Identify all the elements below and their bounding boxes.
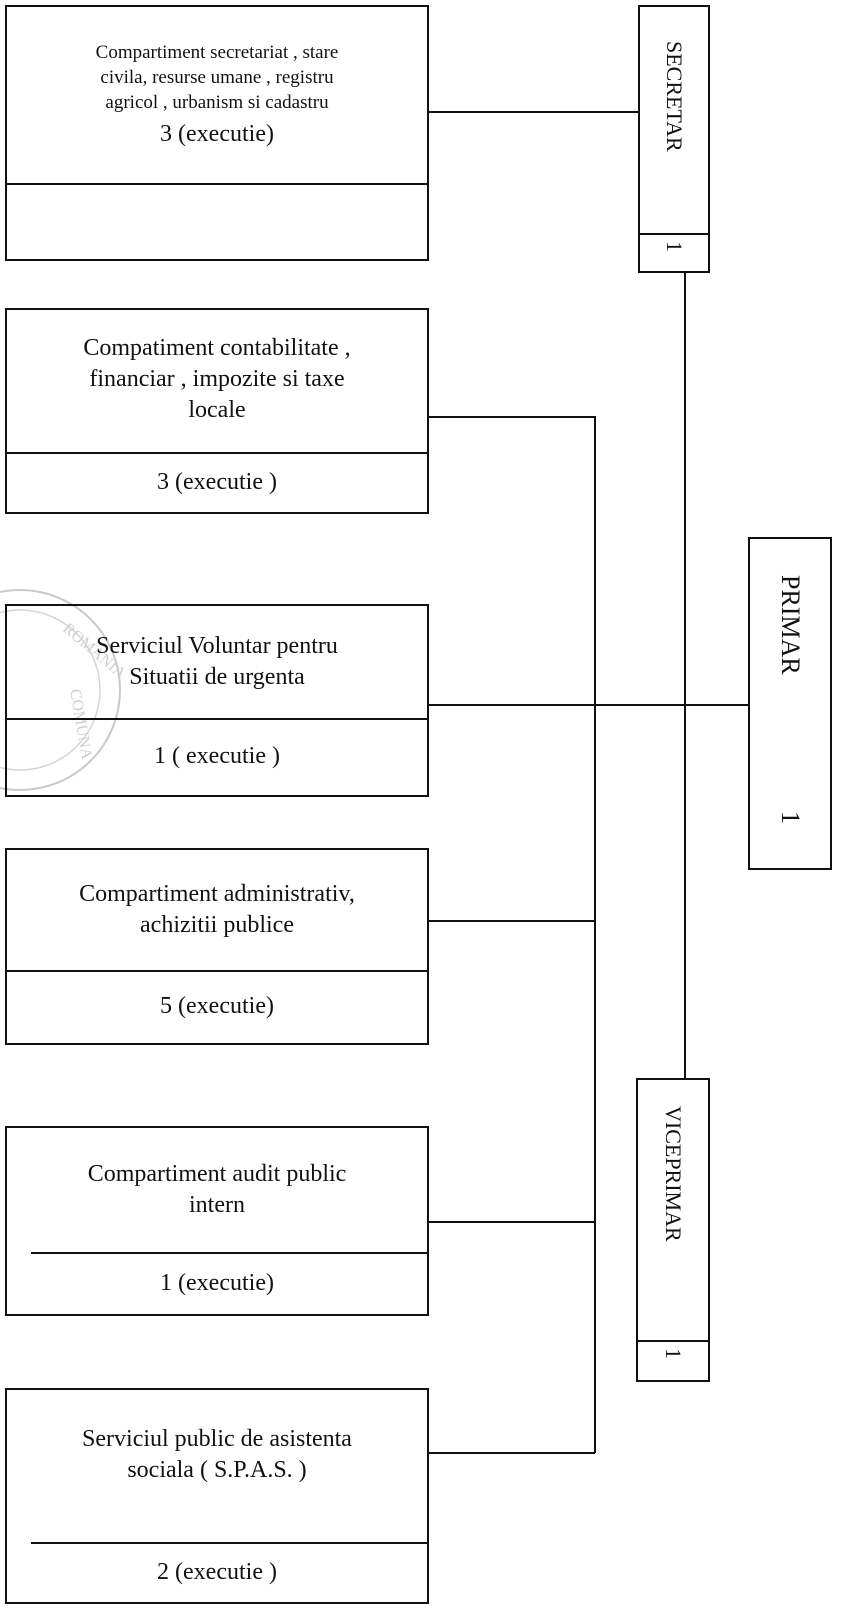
- box-divider: [7, 183, 427, 185]
- dept-box-contabilitate: Compatiment contabilitate , financiar , …: [5, 308, 429, 514]
- dept-box-administrativ: Compartiment administrativ, achizitii pu…: [5, 848, 429, 1045]
- secretar-label: SECRETAR: [662, 41, 687, 152]
- dept-staff-count: 2 (executie ): [157, 1558, 277, 1585]
- dept-title-line: Situatii de urgenta: [129, 664, 305, 690]
- primar-label: PRIMAR: [776, 575, 805, 675]
- dept-title-line: agricol , urbanism si cadastru: [105, 92, 329, 113]
- dept-title-line: civila, resurse umane , registru: [100, 67, 334, 88]
- dept-title-line: locale: [188, 396, 246, 423]
- connector-audit: [429, 1221, 595, 1223]
- primar-count: 1: [776, 811, 805, 824]
- dept-title-line: Serviciul public de asistenta: [82, 1426, 352, 1452]
- dept-title-line: achizitii publice: [140, 912, 294, 938]
- connector-urgenta-primar: [429, 704, 748, 706]
- secretar-count: 1: [662, 241, 687, 252]
- connector-spas: [429, 1452, 595, 1454]
- dept-title-line: Compartiment secretariat , stare: [95, 42, 339, 63]
- dept-box-audit: Compartiment audit public intern 1 (exec…: [5, 1126, 429, 1316]
- box-divider: [638, 1340, 708, 1342]
- dept-title-line: Compartiment administrativ,: [79, 881, 355, 907]
- box-divider: [31, 1542, 427, 1544]
- dept-title-line: intern: [189, 1192, 245, 1218]
- connector-administrativ: [429, 920, 595, 922]
- dept-staff-count: 1 (executie): [160, 1269, 274, 1296]
- box-divider: [7, 970, 427, 972]
- dept-box-secretariat: Compartiment secretariat , stare civila,…: [5, 5, 429, 261]
- dept-title-line: Serviciul Voluntar pentru: [96, 633, 338, 659]
- dept-title-line: Compartiment audit public: [87, 1161, 347, 1187]
- box-divider: [640, 233, 708, 235]
- dept-staff-count: 3 (executie): [160, 121, 274, 147]
- dept-staff-count: 3 (executie ): [157, 468, 277, 495]
- dept-title-line: sociala ( S.P.A.S. ): [127, 1457, 307, 1483]
- box-divider: [31, 1252, 427, 1254]
- box-divider: [7, 718, 427, 720]
- connector-departments-spine: [594, 416, 596, 1453]
- dept-staff-count: 5 (executie): [160, 993, 274, 1019]
- dept-title-line: financiar , impozite si taxe: [89, 365, 345, 392]
- viceprimar-box: VICEPRIMAR 1: [636, 1078, 710, 1382]
- viceprimar-label: VICEPRIMAR: [661, 1106, 686, 1242]
- box-divider: [7, 452, 427, 454]
- secretar-box: SECRETAR 1: [638, 5, 710, 273]
- dept-box-spas: Serviciul public de asistenta sociala ( …: [5, 1388, 429, 1604]
- connector-secretar-primar-spine: [684, 273, 686, 1078]
- viceprimar-count: 1: [661, 1348, 686, 1359]
- dept-box-urgenta: Serviciul Voluntar pentru Situatii de ur…: [5, 604, 429, 797]
- dept-title-line: Compatiment contabilitate ,: [83, 334, 351, 361]
- seal-stamp: ROMANIA COMUNA: [0, 589, 129, 791]
- connector-secretariat-secretar: [429, 111, 638, 113]
- dept-staff-count: 1 ( executie ): [154, 743, 280, 769]
- connector-contabilitate: [429, 416, 595, 418]
- primar-box: PRIMAR 1: [748, 537, 832, 870]
